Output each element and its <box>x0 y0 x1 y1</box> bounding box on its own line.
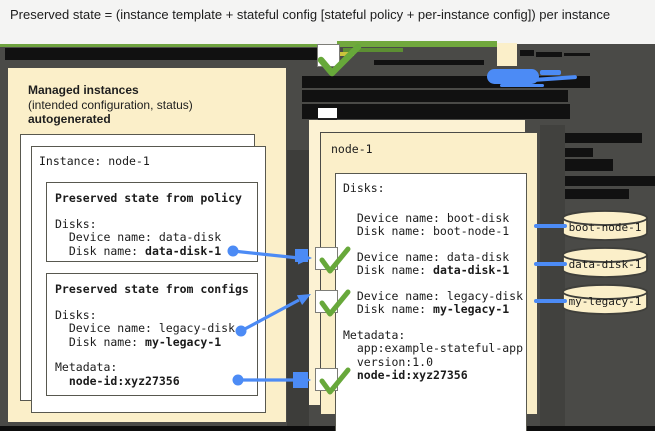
title-band <box>0 0 655 44</box>
code-line: node-id:xyz27356 <box>68 373 180 388</box>
redacted-bar <box>0 426 655 431</box>
disk-group: Device name: boot-disk Disk name: boot-n… <box>343 210 526 239</box>
disk-icon <box>562 247 648 278</box>
background-fragment <box>318 108 337 120</box>
code-line: node-id:xyz27356 <box>356 368 468 382</box>
code-line: Disk name: boot-node-1 <box>343 224 510 238</box>
code-line: Device name: legacy-disk <box>343 288 524 303</box>
code-line: Disk name: data-disk-1 <box>55 243 222 258</box>
code-line: Device name: boot-disk <box>343 210 510 225</box>
code-line: Device name: data-disk <box>343 249 510 264</box>
redacted-bar <box>5 48 317 60</box>
disk-link-line <box>534 262 567 266</box>
disk-link-line <box>534 299 567 303</box>
disk-icon <box>562 284 648 315</box>
code-line: Disks: <box>55 307 97 322</box>
disk-label: my-legacy-1 <box>568 295 642 308</box>
redacted-bar <box>374 60 484 65</box>
code-line: Device name: data-disk <box>55 230 222 244</box>
disks-label: Disks: <box>343 181 385 195</box>
green-divider-line <box>0 44 318 47</box>
panel-heading-line3: autogenerated <box>28 112 111 127</box>
redacted-bar <box>565 133 642 143</box>
code-line: Disk name: my-legacy-1 <box>343 302 510 316</box>
disk-group: Device name: data-disk Disk name: data-d… <box>343 249 526 278</box>
panel-heading-line1: Managed instances <box>28 83 139 97</box>
connector-arrows <box>227 245 312 388</box>
node-panel: node-1 Disks: Device name: boot-disk Dis… <box>320 132 538 431</box>
code-line: app:example-stateful-app <box>343 341 524 355</box>
redacted-bar <box>302 104 570 119</box>
code-line: Disks: <box>55 216 97 231</box>
code-line: version:1.0 <box>343 354 434 369</box>
disk-label: data-disk-1 <box>568 258 642 271</box>
check-icon <box>317 43 362 77</box>
redacted-bar <box>565 189 629 199</box>
managed-instances-panel: Managed instances (intended configuratio… <box>8 68 286 422</box>
code-line: Disk name: data-disk-1 <box>343 263 510 277</box>
node-panel-title: node-1 <box>331 142 373 156</box>
instance-box-title: Instance: node-1 <box>39 154 150 168</box>
metadata-group: Metadata: app:example-stateful-app versi… <box>343 327 526 383</box>
redacted-bar <box>520 50 534 56</box>
disk-cylinder-boot: boot-node-1 <box>561 209 649 242</box>
redacted-bar <box>565 159 613 171</box>
diagram-title: Preserved state = (instance template + s… <box>10 7 611 22</box>
check-icon <box>319 289 351 317</box>
disk-icon <box>562 210 648 241</box>
redacted-bar <box>565 148 593 157</box>
instance-box: Instance: node-1 Preserved state from po… <box>31 146 266 413</box>
green-arrow-bar <box>337 41 497 47</box>
disk-cylinder-legacy: my-legacy-1 <box>561 283 649 316</box>
redacted-bar <box>536 52 562 57</box>
policy-box-heading: Preserved state from policy <box>55 191 242 205</box>
redacted-bar <box>564 53 590 56</box>
disk-label: boot-node-1 <box>568 221 642 234</box>
check-icon <box>319 367 351 395</box>
panel-heading: Managed instances (intended configuratio… <box>28 83 268 127</box>
green-arrow-bar-shadow <box>343 48 403 52</box>
yellow-dash <box>337 52 354 56</box>
background-gutter <box>287 150 309 426</box>
background-gutter <box>540 125 565 426</box>
cream-square <box>497 43 517 66</box>
metadata-label: Metadata: <box>343 327 406 342</box>
configs-box-heading: Preserved state from configs <box>55 282 249 296</box>
redacted-bar <box>302 90 568 102</box>
panel-heading-line2: (intended configuration, status) <box>28 97 193 112</box>
preserved-state-policy-box: Preserved state from policy Disks: Devic… <box>46 182 258 262</box>
code-line: Device name: legacy-disk <box>55 321 236 335</box>
blue-scribble <box>500 84 544 87</box>
disk-group: Device name: legacy-disk Disk name: my-l… <box>343 288 526 317</box>
check-icon <box>319 246 351 274</box>
metadata-label: Metadata: <box>55 360 118 374</box>
preserved-state-configs-box: Preserved state from configs Disks: Devi… <box>46 273 258 396</box>
blue-scribble <box>540 70 561 75</box>
disks-box: Disks: Device name: boot-disk Disk name:… <box>335 173 527 431</box>
redacted-bar <box>565 176 655 186</box>
code-line: Disk name: my-legacy-1 <box>55 334 222 349</box>
disk-link-line <box>534 224 567 228</box>
disk-cylinder-data: data-disk-1 <box>561 246 649 279</box>
